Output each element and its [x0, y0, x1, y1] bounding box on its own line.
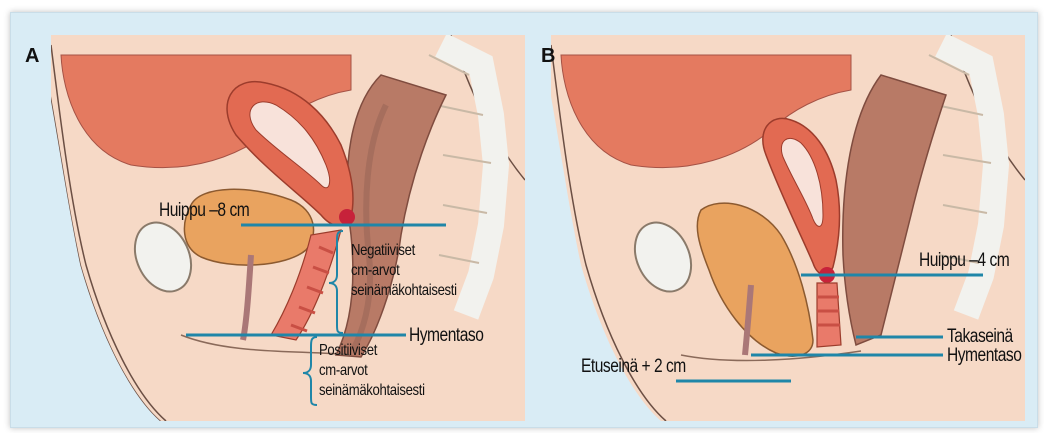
negative-line-1: Negatiiviset: [351, 241, 457, 261]
positive-line-2: cm-arvot: [319, 361, 425, 381]
panel-a-illustration: [51, 35, 525, 421]
positive-line-1: Positiiviset: [319, 341, 425, 361]
anterior-wall-label: Etuseinä + 2 cm: [581, 357, 686, 376]
posterior-wall-label: Takaseinä: [947, 327, 1013, 346]
vagina: [817, 283, 841, 347]
panel-a: Huippu –8 cm Negatiiviset cm-arvot seinä…: [51, 35, 525, 421]
panel-a-letter: A: [25, 45, 39, 68]
anatomy-figure: Huippu –8 cm Negatiiviset cm-arvot seinä…: [10, 12, 1038, 428]
positive-line-3: seinämäkohtaisesti: [319, 381, 425, 401]
positive-values-label: Positiiviset cm-arvot seinämäkohtaisesti: [319, 341, 425, 401]
panel-b: Huippu –4 cm Takaseinä Hymentaso Etusein…: [551, 35, 1025, 421]
negative-line-3: seinämäkohtaisesti: [351, 281, 457, 301]
apex-label: Huippu –4 cm: [919, 251, 1009, 270]
hymen-label: Hymentaso: [947, 346, 1021, 365]
apex-label: Huippu –8 cm: [159, 201, 249, 220]
negative-line-2: cm-arvot: [351, 261, 457, 281]
panel-b-letter: B: [541, 45, 555, 68]
negative-values-label: Negatiiviset cm-arvot seinämäkohtaisesti: [351, 241, 457, 301]
